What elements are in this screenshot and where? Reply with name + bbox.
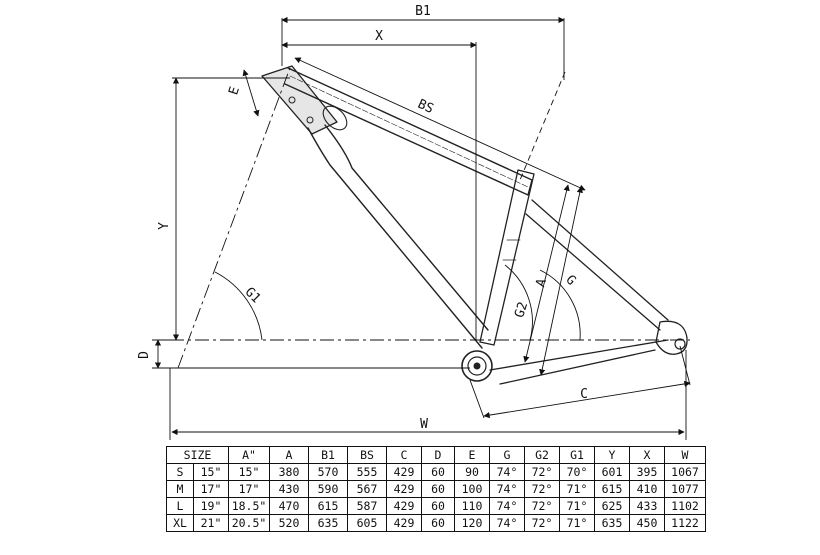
table-cell: 20.5"	[228, 514, 270, 532]
table-cell: 1067	[664, 463, 706, 481]
header-cell: A"	[228, 446, 270, 464]
header-cell: B1	[308, 446, 348, 464]
table-cell: 72°	[524, 463, 560, 481]
header-cell: A	[269, 446, 309, 464]
table-cell: 567	[347, 480, 387, 498]
label-e: E	[226, 85, 243, 97]
table-cell: 601	[594, 463, 630, 481]
label-g: G	[562, 272, 578, 288]
table-cell: 625	[594, 497, 630, 515]
table-cell: 470	[269, 497, 309, 515]
table-cell: 615	[308, 497, 348, 515]
table-cell: 520	[269, 514, 309, 532]
label-w: W	[420, 417, 428, 432]
label-b1: B1	[415, 4, 431, 19]
table-cell: 71°	[559, 480, 595, 498]
table-cell: 380	[269, 463, 309, 481]
label-x: X	[375, 29, 383, 44]
table-cell: 72°	[524, 514, 560, 532]
table-cell: 60	[421, 514, 455, 532]
table-cell: 60	[421, 497, 455, 515]
table-cell: 110	[454, 497, 490, 515]
table-cell: 17"	[193, 480, 229, 498]
table-cell: 395	[629, 463, 665, 481]
table-cell: 450	[629, 514, 665, 532]
table-cell: 74°	[489, 497, 525, 515]
table-cell: S	[166, 463, 194, 481]
table-cell: 429	[386, 497, 422, 515]
label-c: C	[580, 387, 588, 402]
header-cell: G1	[559, 446, 595, 464]
table-cell: 587	[347, 497, 387, 515]
header-cell: G2	[524, 446, 560, 464]
table-header-row: SIZE A" A B1 BS C D E G G2 G1 Y X W	[166, 446, 706, 464]
table-cell: L	[166, 497, 194, 515]
header-cell: Y	[594, 446, 630, 464]
table-cell: 71°	[559, 497, 595, 515]
table-cell: 74°	[489, 514, 525, 532]
dimension-lines	[152, 16, 691, 440]
header-cell: W	[664, 446, 706, 464]
table-cell: 429	[386, 463, 422, 481]
header-cell: D	[421, 446, 455, 464]
table-cell: 433	[629, 497, 665, 515]
table-cell: 72°	[524, 480, 560, 498]
header-cell: BS	[347, 446, 387, 464]
table-cell: 74°	[489, 480, 525, 498]
label-a: A	[533, 277, 550, 289]
table-cell: 74°	[489, 463, 525, 481]
header-cell: SIZE	[166, 446, 229, 464]
table-cell: 17"	[228, 480, 270, 498]
table-cell: M	[166, 480, 194, 498]
table-cell: 60	[421, 463, 455, 481]
table-cell: 590	[308, 480, 348, 498]
table-cell: 15"	[193, 463, 229, 481]
table-cell: 1077	[664, 480, 706, 498]
table-cell: 429	[386, 480, 422, 498]
table-cell: 410	[629, 480, 665, 498]
table-cell: 71°	[559, 514, 595, 532]
table-cell: 120	[454, 514, 490, 532]
table-cell: 18.5"	[228, 497, 270, 515]
label-bs: BS	[415, 97, 436, 117]
table-cell: 90	[454, 463, 490, 481]
table-cell: 635	[594, 514, 630, 532]
header-cell: X	[629, 446, 665, 464]
label-d: D	[137, 351, 152, 359]
table-cell: 1122	[664, 514, 706, 532]
table-cell: 21"	[193, 514, 229, 532]
header-cell: C	[386, 446, 422, 464]
table-cell: 15"	[228, 463, 270, 481]
label-g1: G1	[242, 285, 264, 307]
header-cell: G	[489, 446, 525, 464]
table-cell: 72°	[524, 497, 560, 515]
table-cell: 1102	[664, 497, 706, 515]
table-cell: 429	[386, 514, 422, 532]
header-cell: E	[454, 446, 490, 464]
table-cell: 60	[421, 480, 455, 498]
label-g2: G2	[512, 300, 531, 320]
table-cell: 100	[454, 480, 490, 498]
table-cell: 570	[308, 463, 348, 481]
bike-frame	[261, 65, 688, 385]
table-cell: 19"	[193, 497, 229, 515]
table-cell: 430	[269, 480, 309, 498]
table-cell: 615	[594, 480, 630, 498]
table-cell: 605	[347, 514, 387, 532]
table-cell: 555	[347, 463, 387, 481]
label-y: Y	[157, 222, 172, 230]
table-cell: XL	[166, 514, 194, 532]
table-cell: 635	[308, 514, 348, 532]
table-cell: 70°	[559, 463, 595, 481]
